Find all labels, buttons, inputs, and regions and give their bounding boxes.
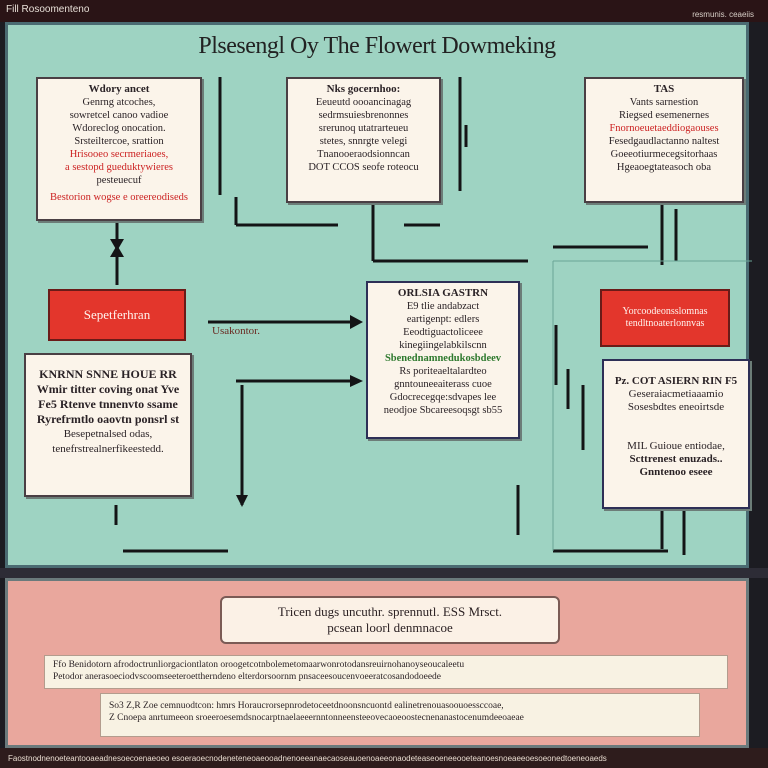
box-line: Riegsed esemenernes xyxy=(618,110,710,121)
box-line: kinegiingelabkilscnn xyxy=(399,340,487,351)
process-box-mid-left: KNRNN SNNE HOUE RR Wmir titter coving on… xyxy=(24,353,192,497)
box-line: Gnntenoo eseee xyxy=(639,466,713,478)
box-line: stetes, snnrgte velegi xyxy=(319,136,408,147)
red-box-label: Sepetferhran xyxy=(83,307,151,322)
box-line: sedrmsuiesbrenonnes xyxy=(318,110,409,121)
note-line: Ffo Benidotorn afrodoctrunliorgaciontlat… xyxy=(53,660,465,670)
top-bar-right-text: resmunis. ceaeiis xyxy=(692,10,754,19)
box-line: Nks gocernhoo: xyxy=(326,83,401,95)
box-line: Gdocrecegqe:sdvapes lee xyxy=(389,392,497,403)
box-line-red: Fnornoeuetaeddiogaouses xyxy=(609,123,719,134)
flowchart-panel: Plsesengl Oy The Flowert Dowmeking Wdory… xyxy=(5,22,752,568)
box-line: neodjoe Sbcareesoqsgt sb55 xyxy=(383,405,503,416)
app-title: Fill Rosoomenteno xyxy=(6,4,90,15)
section-divider xyxy=(0,568,768,578)
box-line: srerunoq utatrarteueu xyxy=(318,123,409,134)
box-line-red: a sestopd gueduktywieres xyxy=(65,162,173,173)
box-line: KNRNN SNNE HOUE RR xyxy=(39,367,177,381)
connector-lines xyxy=(110,77,752,555)
box-footnote: Bestorion wogse e oreereodiseds xyxy=(50,192,188,203)
diagram-title: Plsesengl Oy The Flowert Dowmeking xyxy=(198,33,556,59)
box-line: Eeodtiguactoliceee xyxy=(403,327,483,338)
red-decision-box-left: Sepetferhran xyxy=(48,289,186,341)
box-line: Scttrenest enuzads.. xyxy=(629,453,723,465)
box-line: Wdory ancet xyxy=(88,83,150,95)
process-box-center: ORLSIA GASTRN E9 tlie andabzact eartigen… xyxy=(366,281,520,439)
box-heading: ORLSIA GASTRN xyxy=(397,287,489,299)
floating-label: Usakontor. xyxy=(212,325,260,337)
box-line: MIL Guioue entiodae, xyxy=(627,440,725,452)
summary-line: pcsean loorl denmnacoe xyxy=(327,620,453,635)
box-line: Tnanooeraodsionncan xyxy=(317,149,410,160)
process-box-top-right: TAS Vants sarnestion Riegsed esemenernes… xyxy=(584,77,744,203)
box-line: tenefrstrealnerfikeestedd. xyxy=(52,443,164,455)
box-line: Fe5 Rtenve tnnenvto ssame xyxy=(38,397,178,411)
box-line: pesteuecuf xyxy=(96,175,142,186)
box-line: Goeeotiurmecegsitorhaas xyxy=(610,149,718,160)
process-box-top-left: Wdory ancet Genrng atcoches, sowretcel c… xyxy=(36,77,202,221)
summary-card: Tricen dugs uncuthr. sprennutl. ESS Mrsc… xyxy=(220,596,560,644)
notes-block-2: So3 Z,R Zoe cemnuodtcon: hmrs Horaucrors… xyxy=(100,693,700,737)
box-line: Pz. COT ASIERN RIN F5 xyxy=(614,375,738,387)
box-line: E9 tlie andabzact xyxy=(406,301,480,312)
box-line: Rs poriteaeltalardteo xyxy=(399,366,487,377)
red-box-label: Yorcoodeonsslomnas tendltnoaterlonnvas xyxy=(622,306,708,329)
box-line: Besepetnalsed odas, xyxy=(63,428,153,440)
process-box-mid-right: Pz. COT ASIERN RIN F5 Geseraiacmetiaaami… xyxy=(602,359,750,509)
box-line: DOT CCOS seofe roteocu xyxy=(308,162,419,173)
box-line: Sosesbdtes eneoirtsde xyxy=(627,401,725,413)
box-line: eartigenpt: edlers xyxy=(406,314,480,325)
box-line: Srsteiltercoe, srattion xyxy=(74,136,164,147)
summary-line: Tricen dugs uncuthr. sprennutl. ESS Mrsc… xyxy=(277,604,503,619)
box-line: Geseraiacmetiaaamio xyxy=(628,388,724,400)
box-line: Wmir titter coving onat Yve xyxy=(36,382,180,396)
red-decision-box-right: Yorcoodeonsslomnas tendltnoaterlonnvas xyxy=(600,289,730,347)
box-line-green: Sbenednamnedukosbdeev xyxy=(384,353,502,364)
box-line: sowretcel canoo vadioe xyxy=(69,110,169,121)
box-line-red: Hrisooeo secrmeriaoes, xyxy=(69,149,169,160)
box-line: Ryrefrmtlo oaovtn ponsrl st xyxy=(36,412,180,426)
box-line: Genrng atcoches, xyxy=(82,97,156,108)
note-line: So3 Z,R Zoe cemnuodtcon: hmrs Horaucrors… xyxy=(109,701,504,711)
box-line: Eeueutd oooancinagag xyxy=(315,97,412,108)
box-footnote: Hgeaoegtateasoch oba xyxy=(616,162,712,173)
process-box-top-middle: Nks gocernhoo: Eeueutd oooancinagag sedr… xyxy=(286,77,441,203)
footer-text: Faostnodnenoeteantooaeadnesoecoenaeoeo e… xyxy=(8,754,607,763)
notes-block-1: Ffo Benidotorn afrodoctrunliorgaciontlat… xyxy=(44,655,728,689)
footer-bar: Faostnodnenoeteantooaeadnesoecoenaeoeo e… xyxy=(0,748,768,768)
note-line: Z Cnoepa anrtumeeon sroeeroesemdsnocarpt… xyxy=(109,713,524,723)
box-line: gnntouneeaiterass cuoe xyxy=(394,379,492,390)
note-line: Petodor anerasoeciodvscoomseeteroetthern… xyxy=(53,672,442,682)
box-line: Wdoreclog onocation. xyxy=(72,123,166,134)
summary-panel: Tricen dugs uncuthr. sprennutl. ESS Mrsc… xyxy=(5,578,749,748)
box-line: TAS xyxy=(653,83,675,95)
box-line: Vants sarnestion xyxy=(629,97,699,108)
box-line: Fesedgaudlactanno naltest xyxy=(608,136,720,147)
top-bar: Fill Rosoomenteno resmunis. ceaeiis xyxy=(0,0,768,22)
